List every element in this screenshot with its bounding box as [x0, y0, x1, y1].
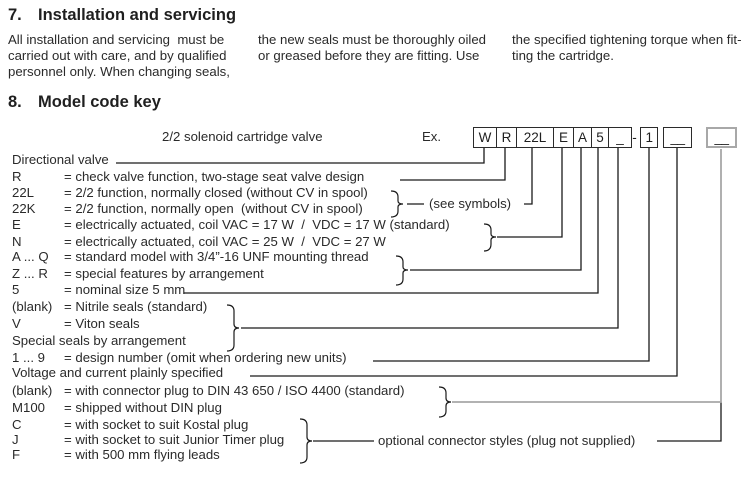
code-box-w: W	[478, 130, 492, 145]
code-label: (blank)	[12, 299, 53, 314]
code-label: Special seals by arrangement	[12, 333, 186, 348]
code-label: A ... Q	[12, 249, 49, 264]
code-description: = with socket to suit Kostal plug	[64, 417, 249, 432]
paragraph-col1-line3: personnel only. When changing seals,	[8, 64, 230, 79]
code-label: 22K	[12, 201, 36, 216]
code-description: = shipped without DIN plug	[64, 400, 222, 415]
code-label: Voltage and current plainly specified	[12, 365, 224, 380]
model-key-row: C = with socket to suit Kostal plug	[12, 418, 248, 432]
code-description: = Nitrile seals (standard)	[64, 299, 208, 314]
code-label: F	[12, 447, 21, 462]
code-box-seal: _	[608, 128, 631, 147]
model-key-row: Directional valve	[12, 153, 109, 167]
model-key-row: 22L = 2/2 function, normally closed (with…	[12, 186, 368, 200]
model-key-row: N = electrically actuated, coil VAC = 25 …	[12, 235, 386, 249]
model-key-row: Special seals by arrangement	[12, 334, 186, 348]
model-key-row: E = electrically actuated, coil VAC = 17 …	[12, 218, 450, 232]
section8-title: Model code key	[38, 93, 161, 111]
code-label: R	[12, 169, 22, 184]
code-box-22l: 22L	[516, 128, 553, 147]
paragraph-col3-line1: the specified tightening torque when fit…	[512, 32, 742, 47]
code-box-a: A	[573, 128, 591, 147]
code-label: M100	[12, 400, 45, 415]
code-hyphen: -	[632, 130, 637, 145]
code-label: E	[12, 217, 21, 232]
code-label: Z ... R	[12, 266, 48, 281]
paragraph-col2-line2: or greased before they are fitting. Use	[258, 48, 480, 63]
code-description: = 2/2 function, normally closed (without…	[64, 185, 368, 200]
paragraph-col1-line2: carried out with care, and by qualified	[8, 48, 227, 63]
section8-number: 8.	[8, 93, 22, 111]
code-description: = electrically actuated, coil VAC = 25 W…	[64, 234, 386, 249]
leader-line-gray	[452, 149, 722, 403]
model-key-row: (blank) = with connector plug to DIN 43 6…	[12, 384, 405, 398]
connector-box: __	[706, 127, 737, 148]
model-key-row: F = with 500 mm flying leads	[12, 448, 220, 462]
model-code-strip: W R 22L E A 5 _	[473, 127, 632, 148]
model-key-row: Z ... R = special features by arrangement	[12, 267, 264, 281]
optional-connector-note: optional connector styles (plug not supp…	[378, 433, 636, 448]
model-key-row: 5 = nominal size 5 mm	[12, 283, 185, 297]
code-description: = with 500 mm flying leads	[64, 447, 220, 462]
code-description: = 2/2 function, normally open (without C…	[64, 201, 363, 216]
example-prefix: Ex.	[422, 129, 442, 144]
design-number-box: 1	[640, 127, 658, 148]
product-label: 2/2 solenoid cartridge valve	[162, 129, 323, 144]
code-label: C	[12, 417, 22, 432]
paragraph-col3-line2: ting the cartridge.	[512, 48, 614, 63]
code-label: 5	[12, 282, 20, 297]
code-description: = electrically actuated, coil VAC = 17 W…	[64, 217, 450, 232]
code-label: J	[12, 432, 19, 447]
model-key-row: J = with socket to suit Junior Timer plug	[12, 433, 284, 447]
model-key-row: R = check valve function, two-stage seat …	[12, 170, 364, 184]
see-symbols-note: (see symbols)	[429, 196, 512, 211]
code-label: Directional valve	[12, 152, 109, 167]
model-key-row: V = Viton seals	[12, 317, 140, 331]
paragraph-col1-line1: All installation and servicing must be	[8, 32, 225, 47]
code-box-5: 5	[591, 128, 608, 147]
code-box-r: R	[496, 128, 516, 147]
code-label: 22L	[12, 185, 35, 200]
code-description: = special features by arrangement	[64, 266, 264, 281]
code-description: = Viton seals	[64, 316, 140, 331]
code-description: = standard model with 3/4”-16 UNF mounti…	[64, 249, 369, 264]
paragraph-col2-line1: the new seals must be thoroughly oiled	[258, 32, 486, 47]
model-key-row: (blank) = Nitrile seals (standard)	[12, 300, 207, 314]
code-description: = with socket to suit Junior Timer plug	[64, 432, 285, 447]
section7-title: Installation and servicing	[38, 6, 237, 24]
model-key-row: 22K = 2/2 function, normally open (withou…	[12, 202, 363, 216]
code-label: N	[12, 234, 22, 249]
code-description: = with connector plug to DIN 43 650 / IS…	[64, 383, 405, 398]
model-key-row: A ... Q = standard model with 3/4”-16 UNF…	[12, 250, 369, 264]
voltage-box: __	[663, 127, 692, 148]
section7-number: 7.	[8, 6, 22, 24]
model-key-row: M100 = shipped without DIN plug	[12, 401, 222, 415]
code-label: V	[12, 316, 21, 331]
model-key-row: Voltage and current plainly specified	[12, 366, 223, 380]
code-label: (blank)	[12, 383, 53, 398]
code-box-e: E	[553, 128, 573, 147]
model-key-row: 1 ... 9 = design number (omit when orderi…	[12, 351, 347, 365]
code-label: 1 ... 9	[12, 350, 45, 365]
code-description: = nominal size 5 mm	[64, 282, 186, 297]
code-description: = design number (omit when ordering new …	[64, 350, 347, 365]
code-description: = check valve function, two-stage seat v…	[64, 169, 365, 184]
